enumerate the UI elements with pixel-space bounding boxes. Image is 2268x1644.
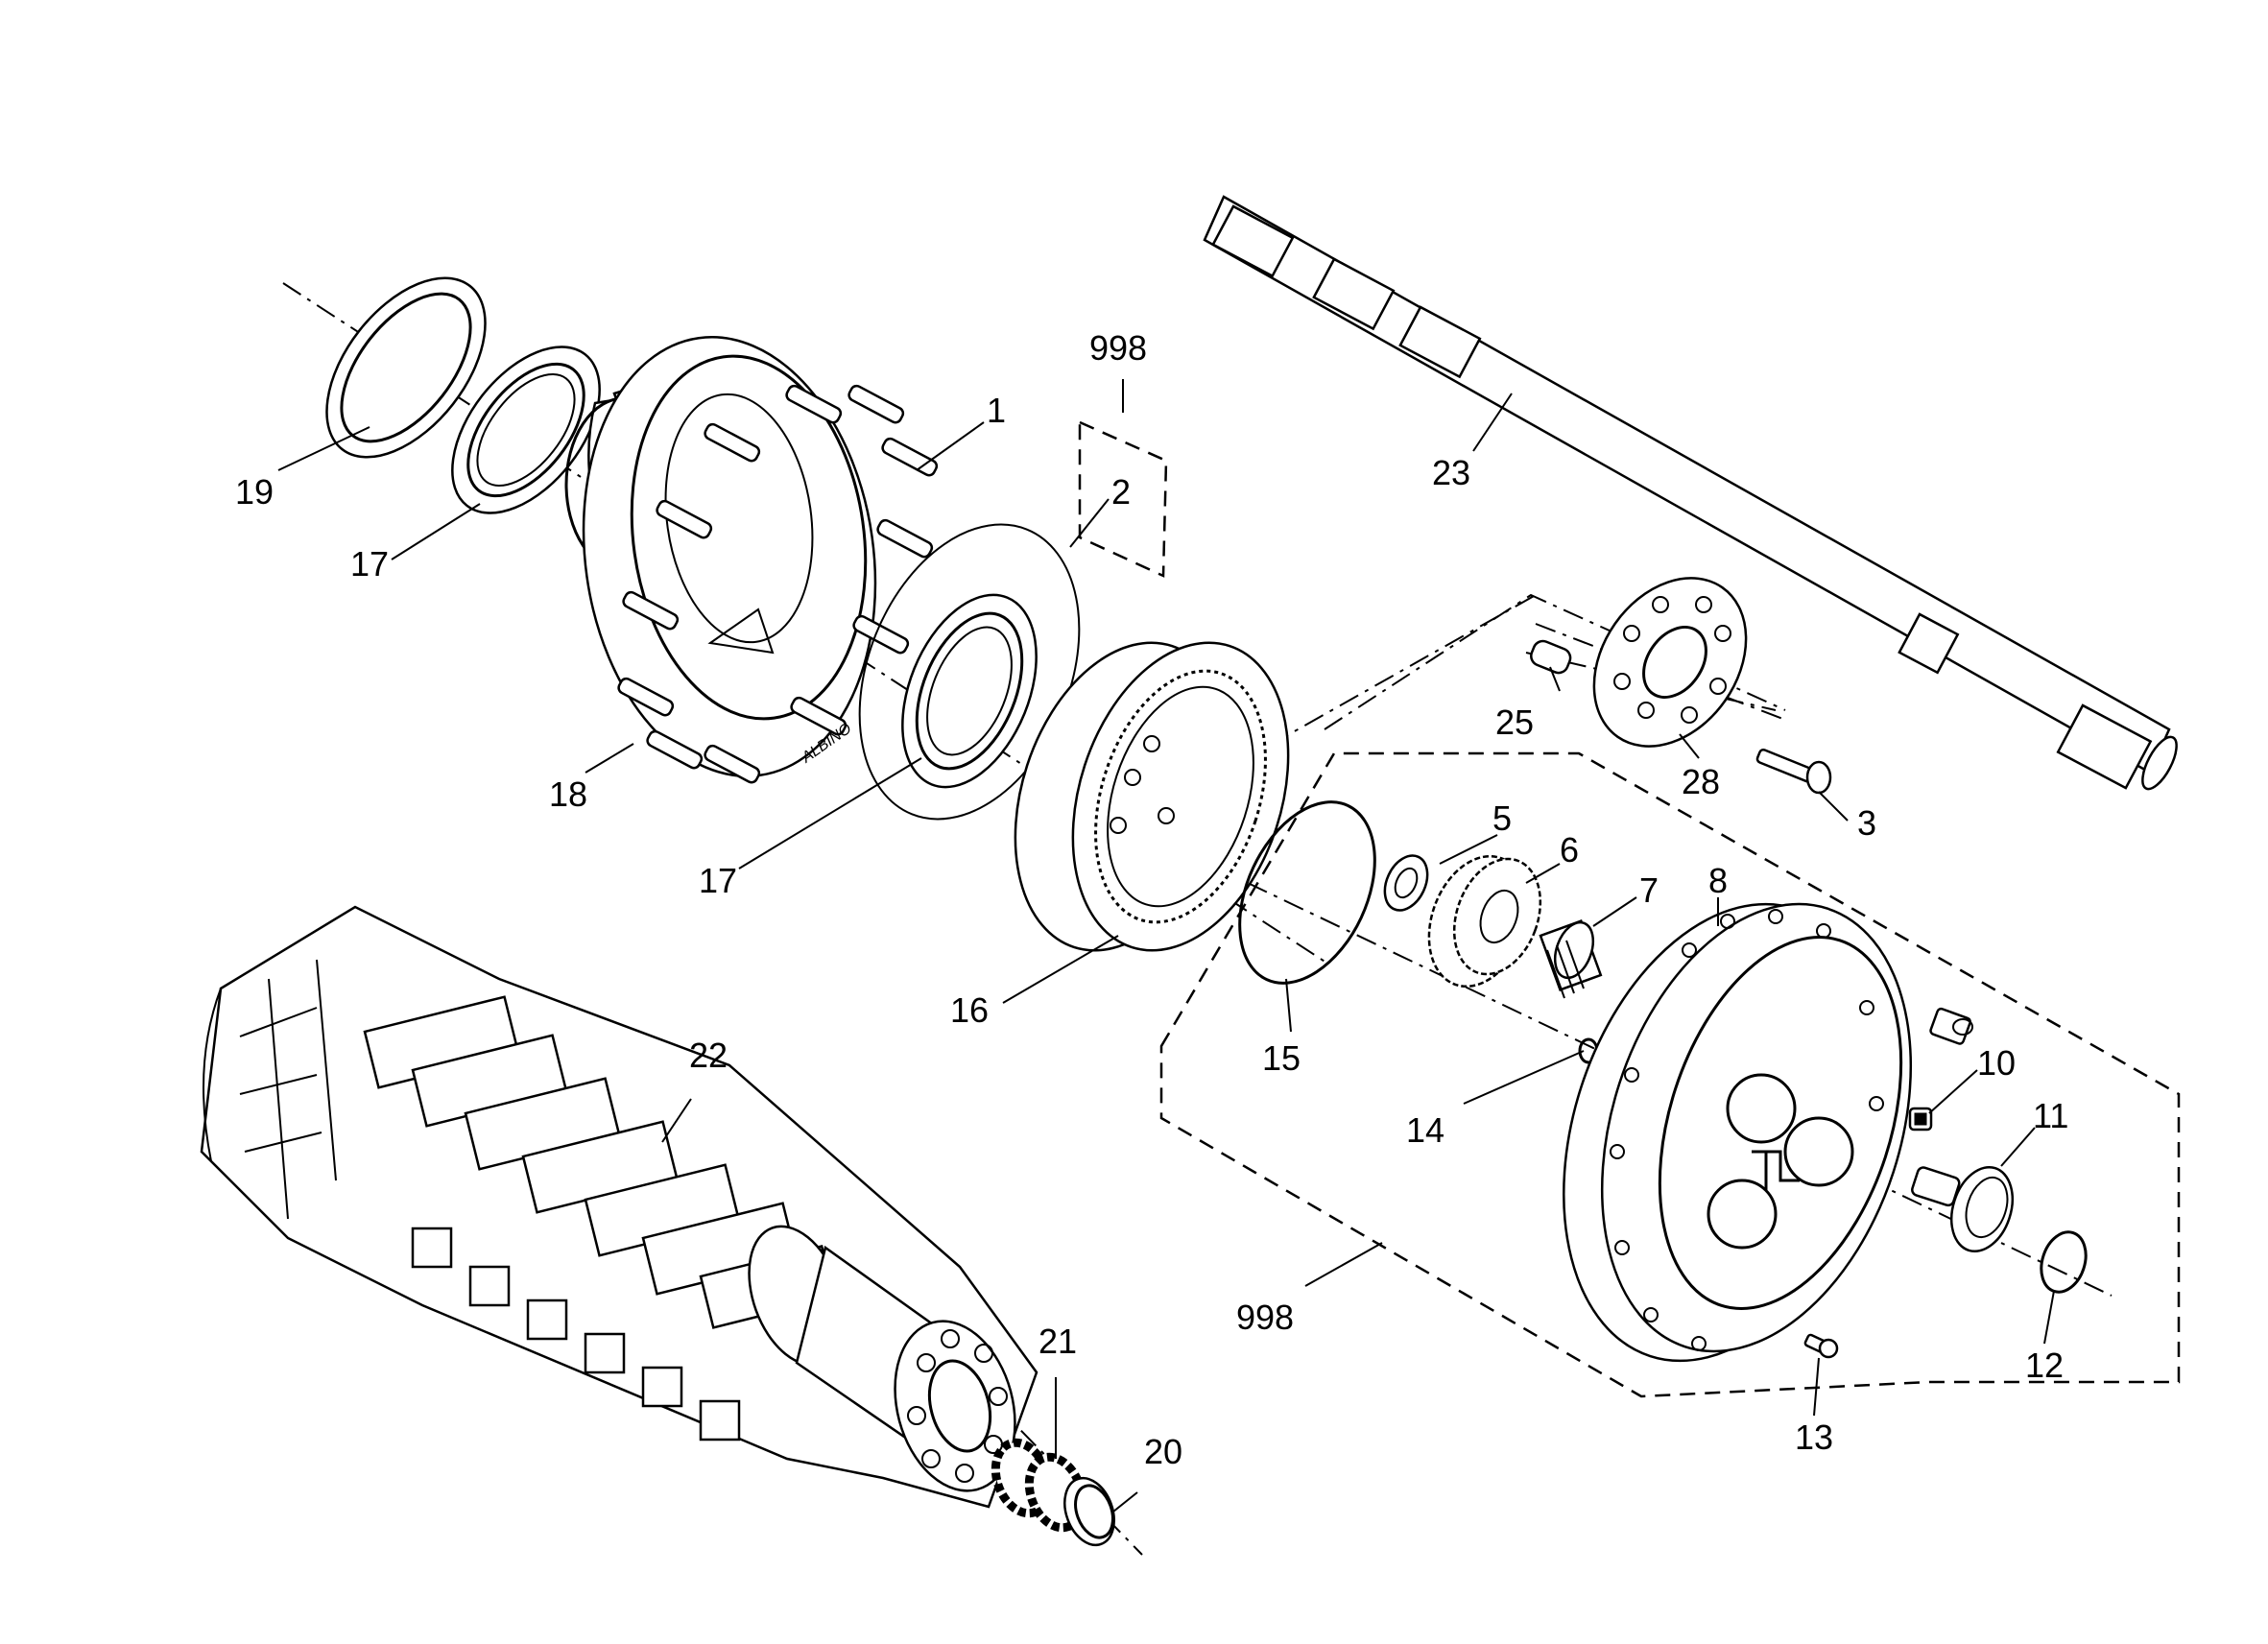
callout-25: 25	[1495, 703, 1534, 742]
part-3-bolt	[1755, 748, 1832, 795]
part-7-needle-bearing	[1539, 919, 1603, 999]
callout-7: 7	[1639, 870, 1659, 910]
callout-22: 22	[689, 1036, 728, 1075]
callout-6: 6	[1560, 830, 1579, 870]
callout-2: 2	[1111, 472, 1131, 512]
part-23-axle-shaft	[1203, 195, 2178, 791]
leader-lines	[277, 379, 2055, 1513]
callout-1: 1	[987, 391, 1006, 430]
callout-8: 8	[1708, 861, 1728, 900]
part-22-axle-housing	[200, 905, 1039, 1509]
callout-14: 14	[1406, 1110, 1444, 1150]
part-28-thrust-plate	[1592, 577, 1748, 748]
callout-998-upper: 998	[1089, 328, 1147, 368]
part-10-plug	[1908, 1107, 1933, 1132]
part-20-spacer-ring	[1063, 1476, 1115, 1547]
part-16-ring-gear	[1014, 641, 1290, 952]
part-25-pin	[1530, 639, 1572, 675]
part-5-washer	[1383, 854, 1429, 912]
callout-10: 10	[1977, 1043, 2016, 1083]
callout-17-right: 17	[699, 861, 737, 900]
callout-18: 18	[549, 774, 587, 814]
callout-13: 13	[1795, 1418, 1833, 1457]
part-8-planet-carrier	[1563, 902, 1913, 1363]
part-12-snap-ring	[2040, 1230, 2088, 1294]
part-11-cap	[1911, 1165, 2014, 1253]
kit-boundary-998-upper	[1078, 420, 1168, 578]
callout-15: 15	[1262, 1038, 1301, 1078]
callout-11: 11	[2033, 1096, 2068, 1135]
part-13-screw	[1803, 1333, 1839, 1359]
part-plug-nut	[1929, 1007, 1973, 1045]
callout-5: 5	[1492, 798, 1512, 838]
callout-998-lower: 998	[1236, 1298, 1294, 1337]
callout-12: 12	[2025, 1346, 2064, 1385]
part-19-thrust-ring	[325, 276, 487, 459]
callout-3: 3	[1857, 803, 1876, 843]
callout-16: 16	[950, 990, 989, 1030]
part-18-wheel-hub: ALBINO	[564, 336, 939, 784]
part-15-snap-ring	[1238, 800, 1376, 985]
part-17-bearing-right	[901, 593, 1038, 789]
part-6-planet-gear	[1427, 854, 1542, 989]
callout-28: 28	[1682, 762, 1720, 801]
part-17-bearing-left	[451, 345, 601, 514]
part-1-wheel-studs	[617, 384, 939, 784]
callout-20: 20	[1144, 1432, 1182, 1471]
callout-21: 21	[1039, 1322, 1077, 1361]
callout-17-left: 17	[350, 544, 389, 584]
callout-labels: 1 2 3 5 6 7 8 10 11 12 13 14 15 16 17 17…	[235, 328, 2068, 1471]
callout-19: 19	[235, 472, 274, 512]
callout-23: 23	[1432, 453, 1470, 492]
